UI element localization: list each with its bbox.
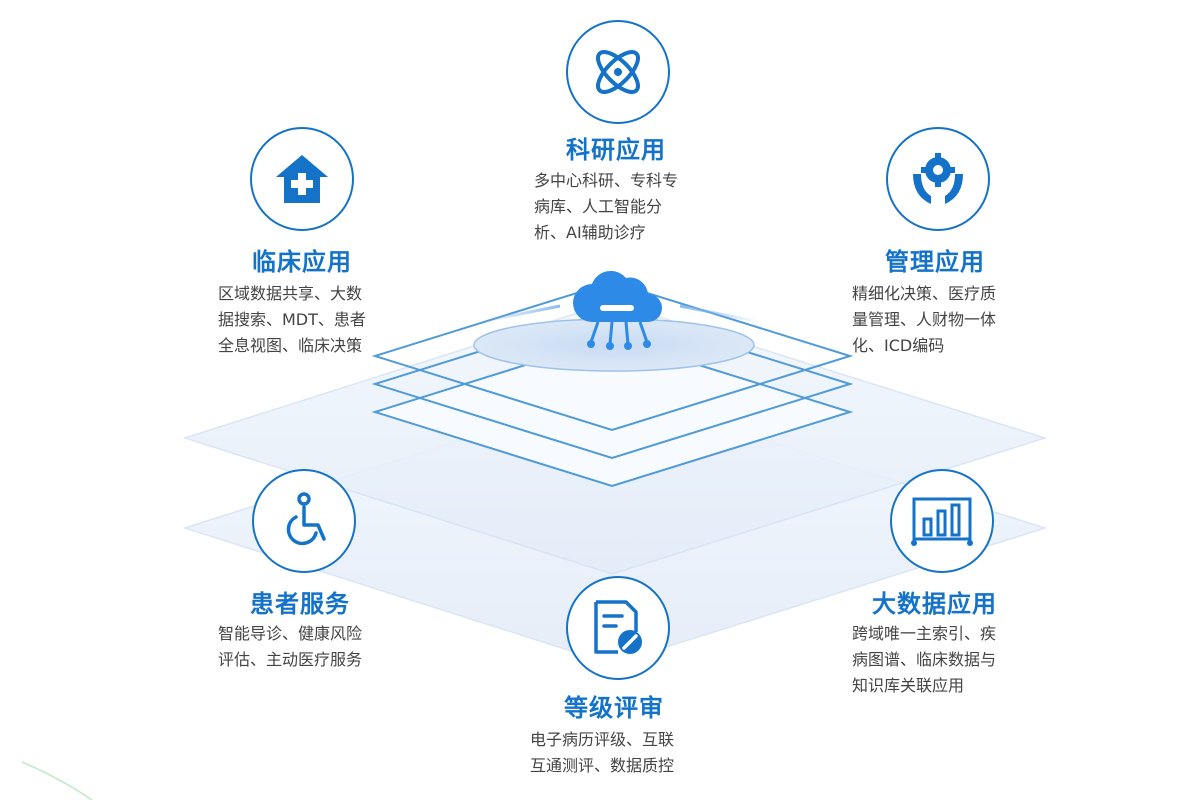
cloud-chip-icon bbox=[573, 270, 662, 350]
bigdata-desc-line: 跨域唯一主索引、疾 bbox=[852, 624, 997, 643]
wheelchair-icon bbox=[286, 492, 326, 546]
patient-title: 患者服务 bbox=[250, 590, 350, 618]
atom-icon bbox=[596, 50, 640, 94]
review-title: 等级评审 bbox=[564, 694, 664, 722]
review-desc-line: 电子病历评级、互联 bbox=[530, 730, 675, 749]
bigdata-icon-circle bbox=[890, 469, 994, 573]
clinical-title: 临床应用 bbox=[252, 248, 352, 276]
clinical-desc-line: 区域数据共享、大数 bbox=[218, 284, 363, 303]
hospital-house-icon bbox=[276, 155, 328, 203]
management-icon-circle bbox=[886, 127, 990, 231]
review-icon-circle bbox=[566, 576, 670, 680]
research-description: 多中心科研、专科专 病库、人工智能分 析、AI辅助诊疗 bbox=[534, 168, 678, 246]
clinical-desc-line: 据搜索、MDT、患者 bbox=[218, 310, 366, 329]
patient-desc-line: 评估、主动医疗服务 bbox=[218, 650, 363, 669]
center-disc bbox=[473, 318, 755, 372]
clinical-icon-circle bbox=[250, 127, 354, 231]
research-desc-line: 多中心科研、专科专 bbox=[534, 171, 679, 190]
review-desc-line: 互通测评、数据质控 bbox=[530, 756, 675, 775]
patient-icon-circle bbox=[252, 469, 356, 573]
research-title: 科研应用 bbox=[566, 136, 666, 164]
clinical-description: 区域数据共享、大数 据搜索、MDT、患者 全息视图、临床决策 bbox=[218, 281, 366, 359]
bar-chart-icon bbox=[911, 497, 973, 546]
patient-desc-line: 智能导诊、健康风险 bbox=[218, 624, 363, 643]
bigdata-desc-line: 知识库关联应用 bbox=[852, 676, 965, 695]
decorative-line bbox=[21, 761, 93, 800]
gear-hands-icon bbox=[913, 153, 963, 204]
review-description: 电子病历评级、互联 互通测评、数据质控 bbox=[530, 727, 674, 779]
research-desc-line: 析、AI辅助诊疗 bbox=[534, 223, 646, 242]
management-desc-line: 精细化决策、医疗质 bbox=[852, 284, 997, 303]
bigdata-desc-line: 病图谱、临床数据与 bbox=[852, 650, 997, 669]
patient-description: 智能导诊、健康风险 评估、主动医疗服务 bbox=[218, 621, 362, 673]
glow-beam-right bbox=[679, 304, 761, 324]
management-description: 精细化决策、医疗质 量管理、人财物一体 化、ICD编码 bbox=[852, 281, 996, 359]
glow-beam-left bbox=[479, 304, 561, 324]
research-icon-circle bbox=[566, 20, 670, 124]
management-desc-line: 量管理、人财物一体 bbox=[852, 310, 997, 329]
research-desc-line: 病库、人工智能分 bbox=[534, 197, 663, 216]
management-desc-line: 化、ICD编码 bbox=[852, 336, 945, 355]
bigdata-description: 跨域唯一主索引、疾 病图谱、临床数据与 知识库关联应用 bbox=[852, 621, 996, 699]
management-title: 管理应用 bbox=[885, 248, 985, 276]
clinical-desc-line: 全息视图、临床决策 bbox=[218, 336, 363, 355]
document-edit-icon bbox=[594, 600, 642, 654]
outline-layer-1 bbox=[371, 280, 854, 432]
bigdata-title: 大数据应用 bbox=[872, 590, 997, 618]
